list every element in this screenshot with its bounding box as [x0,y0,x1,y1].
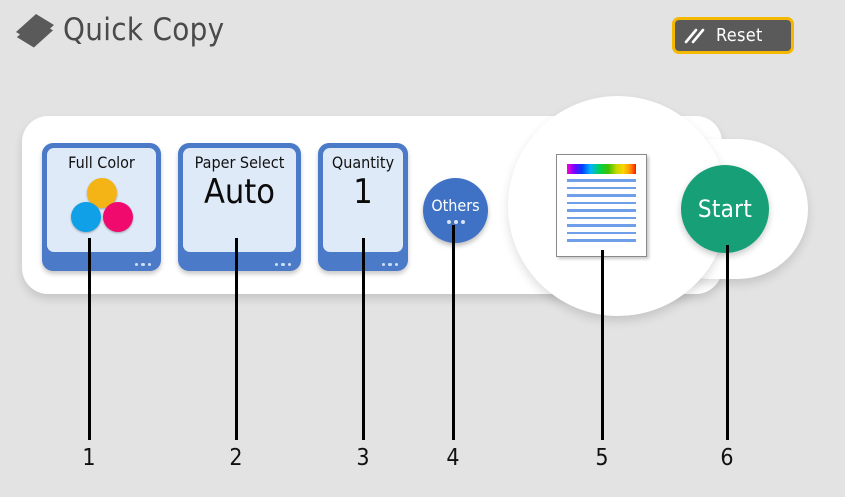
callout-number-6: 6 [720,445,734,471]
cmy-ink-dots-icon [70,178,133,236]
document-text-lines-icon [567,179,636,242]
document-preview-icon[interactable] [556,154,647,257]
full-color-more-dots-icon[interactable] [134,262,151,266]
callout-line-1 [88,238,91,440]
paper-select-button[interactable]: Paper Select Auto [178,143,301,271]
callout-line-3 [362,238,365,440]
full-color-face: Full Color [47,148,156,252]
callout-line-2 [235,238,238,440]
callout-line-6 [726,245,729,440]
double-slash-icon [684,27,706,45]
quantity-label: Quantity [331,153,395,172]
callout-number-5: 5 [595,445,609,471]
others-button-label: Others [431,195,480,215]
quantity-face: Quantity 1 [323,148,403,252]
start-button[interactable]: Start [681,165,769,253]
callout-number-1: 1 [82,445,96,471]
reset-button-label: Reset [716,25,763,46]
callout-line-4 [452,225,455,440]
others-button[interactable]: Others [423,178,488,243]
quantity-more-dots-icon[interactable] [381,262,398,266]
color-gradient-bar-icon [567,164,636,174]
full-color-label: Full Color [68,153,135,172]
magenta-ink-dot-icon [102,202,133,232]
page-title: Quick Copy [63,12,225,48]
callout-line-5 [601,250,604,440]
start-button-label: Start [697,195,753,223]
paper-select-label: Paper Select [194,153,285,172]
callout-number-3: 3 [356,445,370,471]
quantity-value: 1 [353,172,373,212]
stacked-documents-icon [12,12,58,54]
others-more-dots-icon [446,219,465,224]
paper-select-more-dots-icon[interactable] [274,262,291,266]
paper-select-face: Paper Select Auto [183,148,296,252]
callout-number-4: 4 [446,445,460,471]
cyan-ink-dot-icon [70,202,101,232]
paper-select-value: Auto [203,172,275,212]
reset-button[interactable]: Reset [672,17,794,54]
full-color-button[interactable]: Full Color [42,143,161,271]
header-bar: Quick Copy [0,0,845,76]
callout-number-2: 2 [229,445,243,471]
